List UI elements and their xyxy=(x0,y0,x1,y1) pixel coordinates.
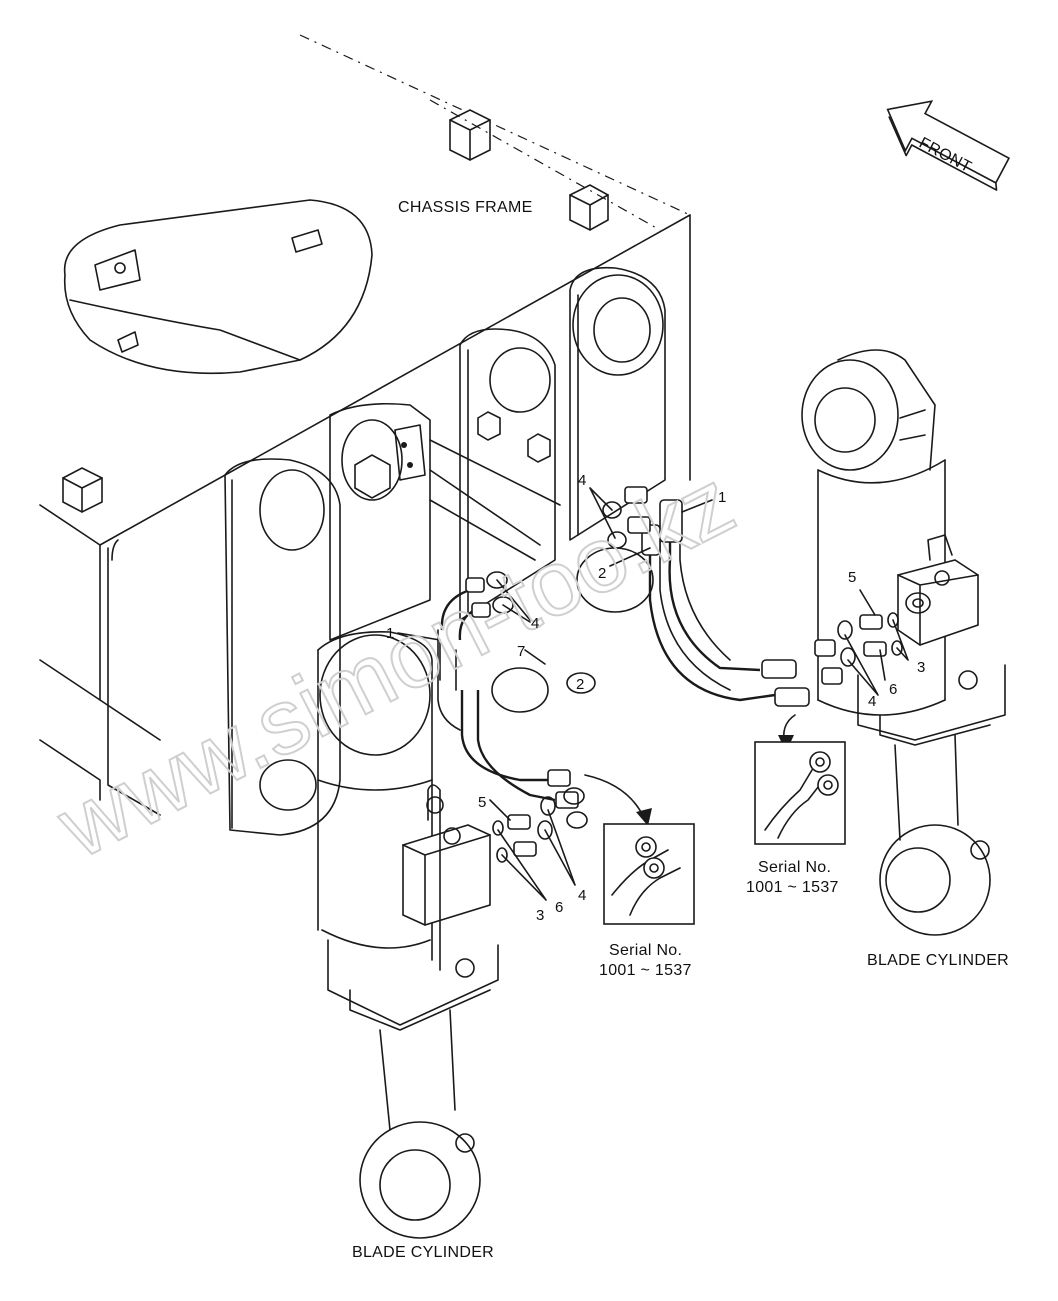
blade-cylinder-right-label: BLADE CYLINDER xyxy=(867,952,1009,969)
blade-cylinder-left xyxy=(317,631,499,1239)
chassis-frame-label: CHASSIS FRAME xyxy=(398,199,533,216)
callout-6: 6 xyxy=(889,681,897,698)
callout-2-circled: 2 xyxy=(566,672,596,694)
callout-7: 7 xyxy=(517,643,525,660)
callout-5: 5 xyxy=(478,794,486,811)
callout-3: 3 xyxy=(917,659,925,676)
front-direction-arrow xyxy=(886,100,1011,191)
detail-box-left xyxy=(603,823,695,925)
leader-lines xyxy=(397,487,909,901)
blade-cylinder-right xyxy=(801,349,1006,936)
callout-1: 1 xyxy=(718,489,726,506)
chassis-frame xyxy=(39,34,691,816)
callout-2: 2 xyxy=(576,676,584,693)
callout-3: 3 xyxy=(536,907,544,924)
front-cylinder-bracket xyxy=(224,402,561,836)
callout-4: 4 xyxy=(868,693,876,710)
callout-4: 4 xyxy=(578,887,586,904)
serial-right-line2: 1001 ~ 1537 xyxy=(746,879,839,896)
serial-left-line1: Serial No. xyxy=(609,942,682,959)
callout-1: 1 xyxy=(386,625,394,642)
hoses-right xyxy=(602,486,903,707)
detail-box-right xyxy=(754,741,846,845)
blade-cylinder-left-label: BLADE CYLINDER xyxy=(352,1244,494,1261)
callout-5: 5 xyxy=(848,569,856,586)
callout-6: 6 xyxy=(555,899,563,916)
callout-2: 2 xyxy=(598,565,606,582)
callout-4: 4 xyxy=(531,615,539,632)
serial-left-line2: 1001 ~ 1537 xyxy=(599,962,692,979)
callout-4: 4 xyxy=(578,472,586,489)
serial-right-line1: Serial No. xyxy=(758,859,831,876)
hoses-left xyxy=(437,571,588,863)
rear-cylinder-bracket xyxy=(459,266,666,713)
